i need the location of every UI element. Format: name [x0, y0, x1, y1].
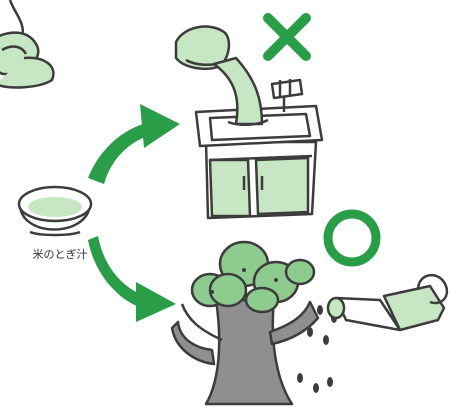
cross-icon	[263, 13, 311, 61]
rice-water-bowl	[17, 185, 93, 237]
watering-can	[326, 274, 449, 332]
arrow-to-sink	[88, 104, 180, 184]
pot-partial	[0, 0, 55, 89]
tree	[170, 240, 320, 406]
arrow-to-tree	[88, 236, 176, 322]
rice-water-caption: 米のとぎ汁	[33, 247, 88, 261]
circle-icon	[323, 209, 381, 267]
kitchen-sink	[174, 25, 324, 220]
